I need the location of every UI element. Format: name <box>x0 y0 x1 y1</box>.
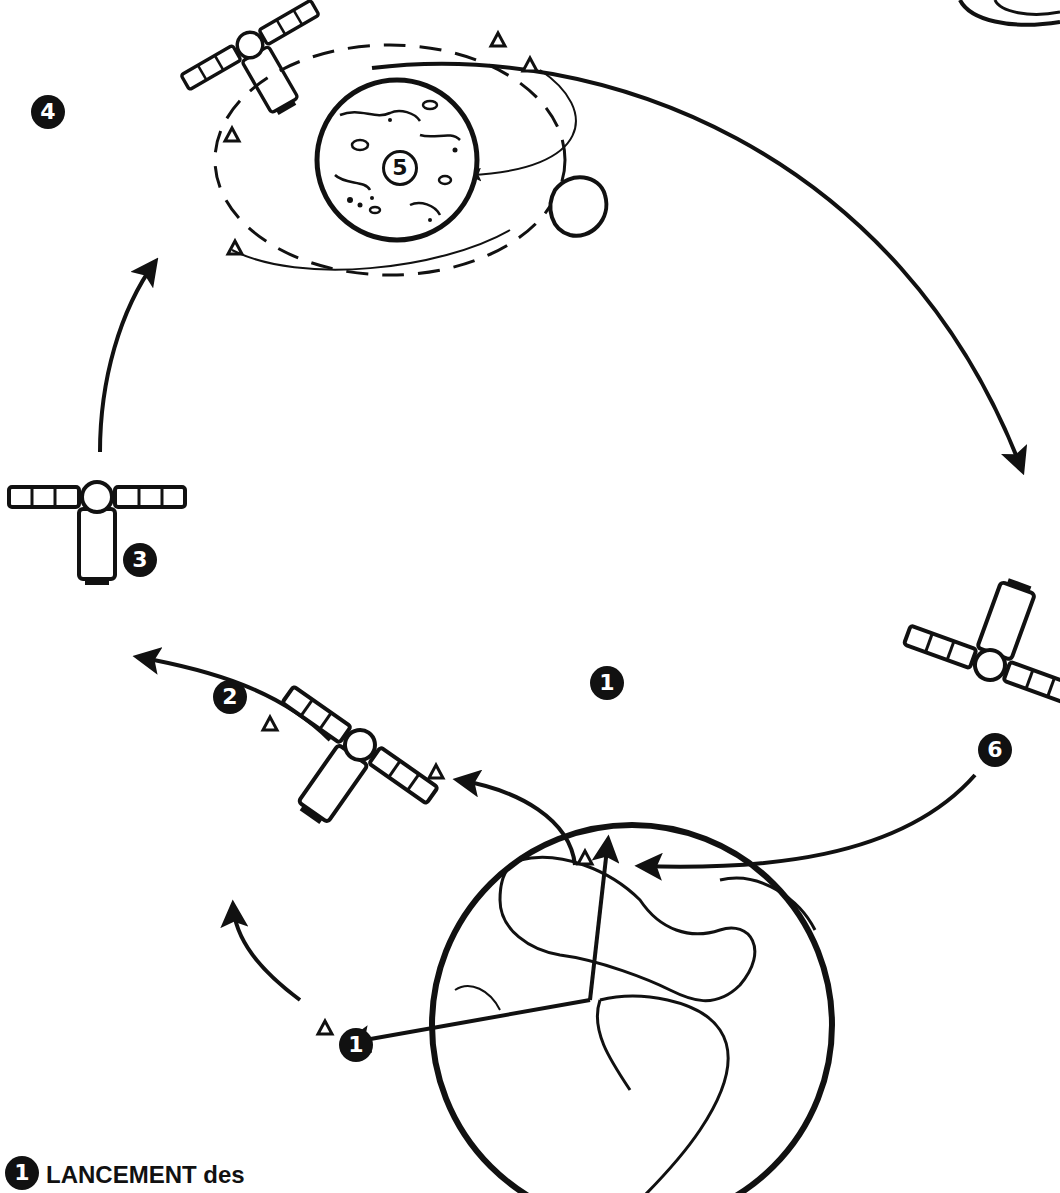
callout-number: 3 <box>123 543 157 577</box>
callout-number: 1 <box>590 666 624 700</box>
callout-number: 6 <box>978 733 1012 767</box>
caption-text: LANCEMENT des <box>46 1161 245 1189</box>
callout-number: 1 <box>339 1028 373 1062</box>
callout-number: 2 <box>213 680 247 714</box>
callout-number: 1 <box>5 1156 39 1190</box>
callout-number: 5 <box>382 150 418 186</box>
callout-number: 4 <box>31 95 65 129</box>
